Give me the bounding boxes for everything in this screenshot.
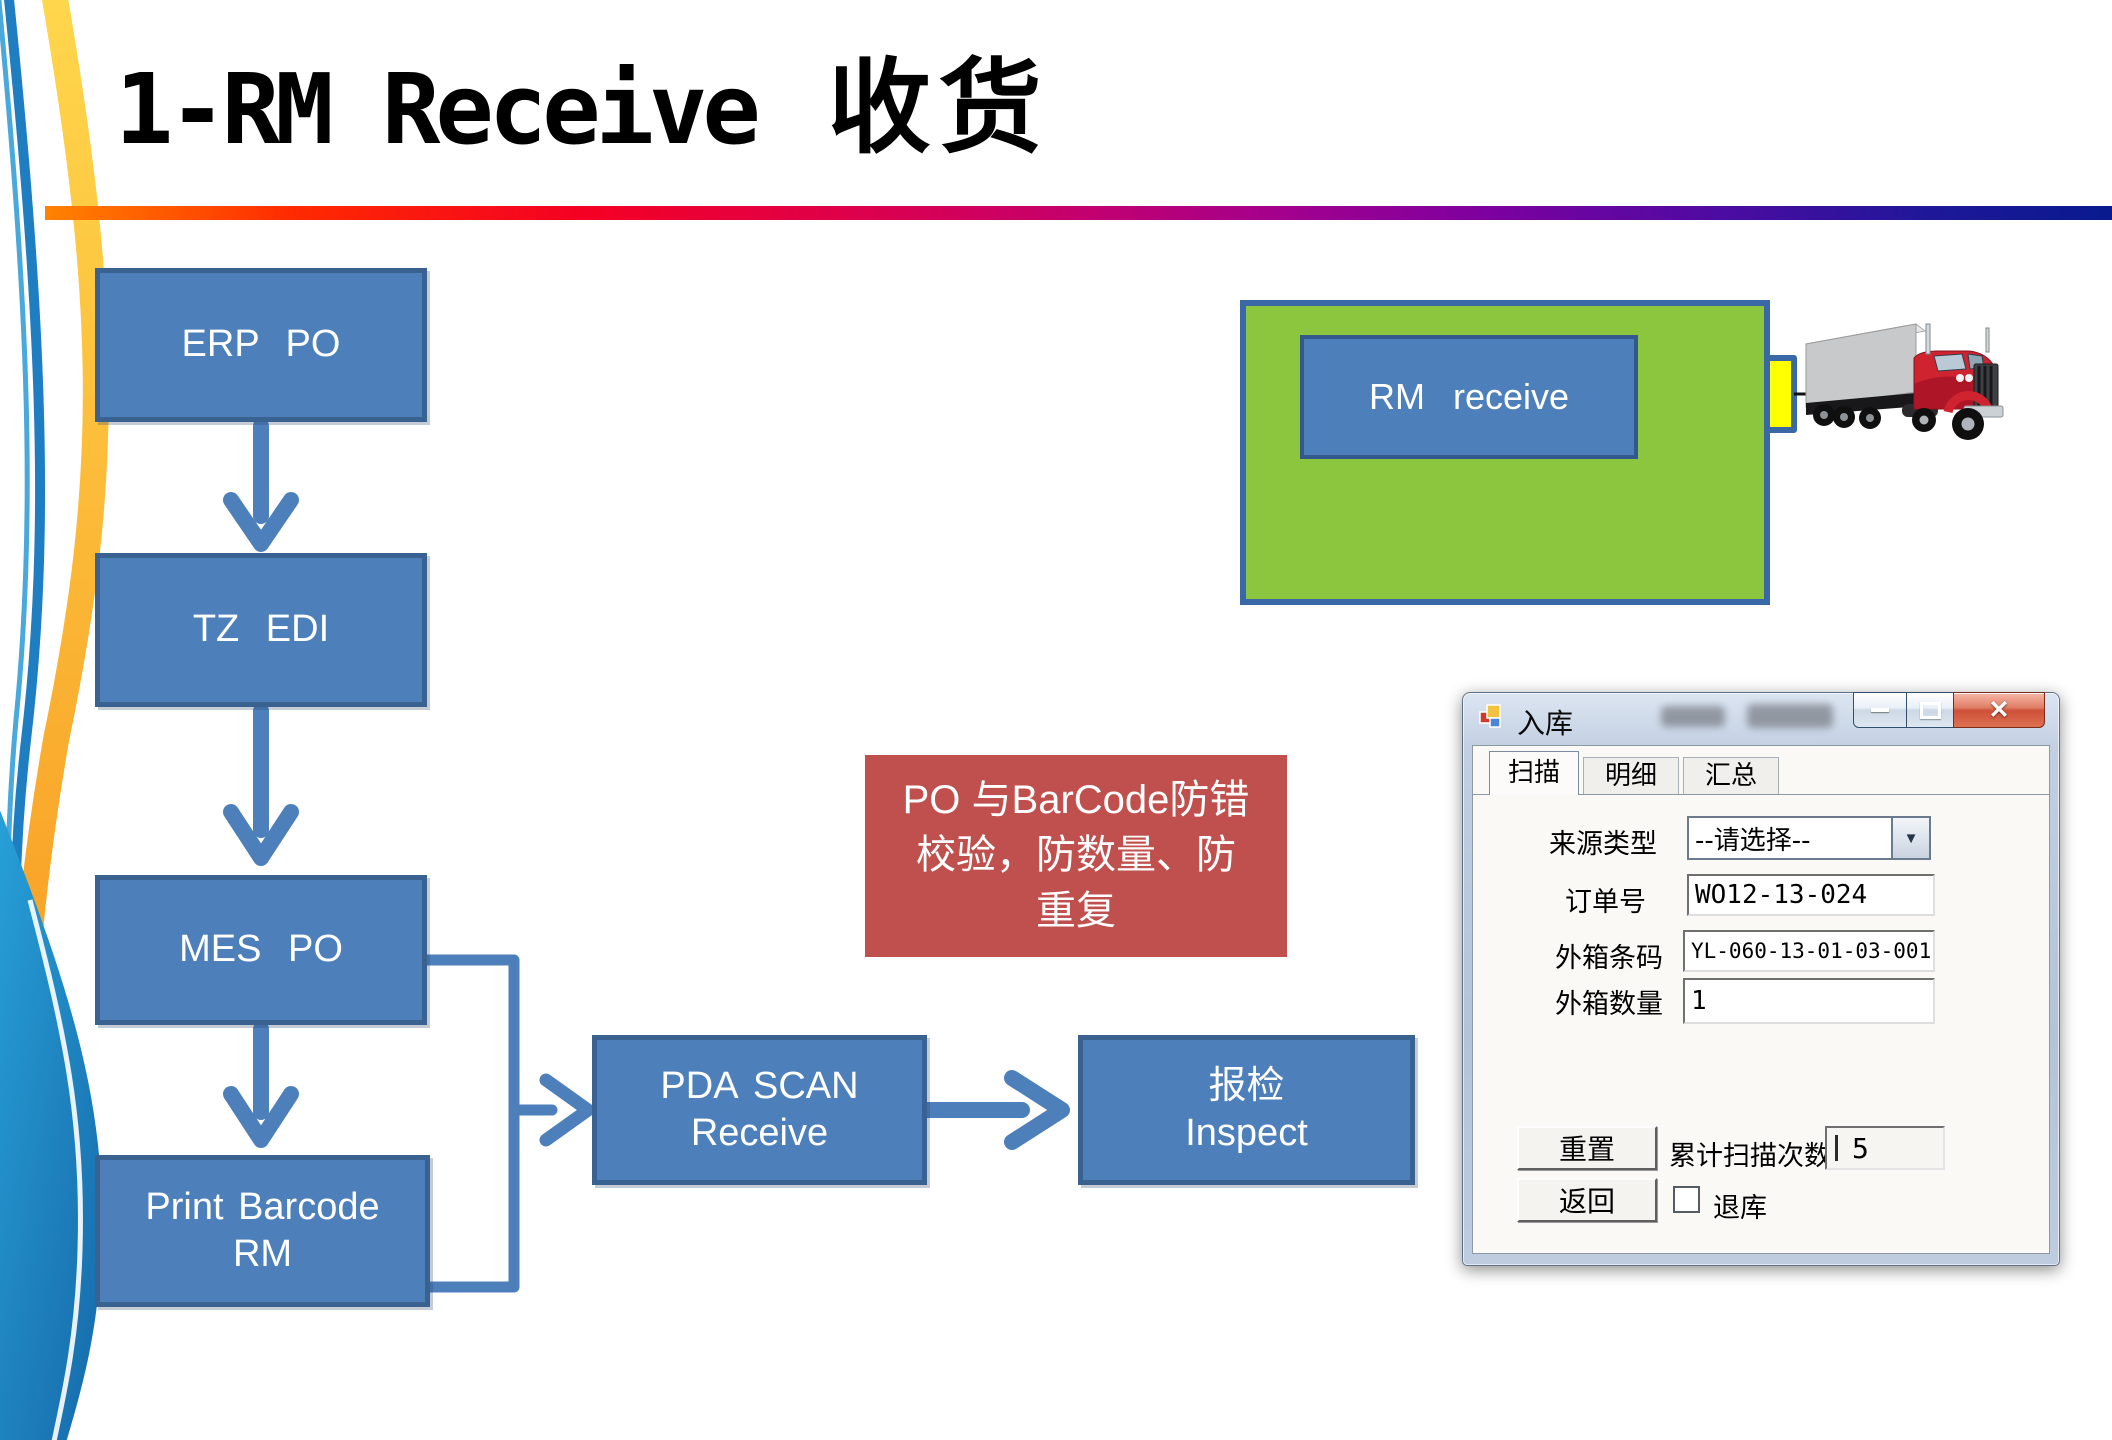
note-line: PO 与BarCode防错 [902, 778, 1250, 823]
flow-box-label: MES PO [179, 928, 343, 971]
flow-box-print-barcode: Print Barcode RM [95, 1155, 430, 1307]
flow-box-erp-po: ERP PO [95, 268, 427, 422]
rm-receive-label: RM receive [1368, 376, 1570, 417]
maximize-button[interactable] [1906, 692, 1954, 728]
flow-box-label: Print Barcode [145, 1185, 380, 1228]
reset-button[interactable]: 重置 [1517, 1126, 1657, 1170]
flow-box-label: ERP PO [181, 323, 341, 366]
title-chinese: 收货 [827, 48, 1050, 168]
order-number-field[interactable]: WO12-13-024 [1687, 874, 1935, 916]
chevron-down-icon[interactable]: ▼ [1891, 818, 1929, 858]
minimize-button[interactable] [1853, 692, 1907, 728]
gradient-divider [45, 206, 2112, 220]
text-cursor [1835, 1135, 1838, 1161]
source-type-select[interactable]: --请选择-- ▼ [1687, 816, 1931, 860]
note-line: 校验，防数量、防 [916, 833, 1236, 878]
return-stock-label: 退库 [1713, 1193, 1767, 1224]
dialog-title: 入库 [1517, 707, 1574, 740]
decorative-swoosh [0, 0, 109, 1440]
scan-count-field[interactable]: 5 [1825, 1126, 1945, 1170]
carton-qty-field[interactable]: 1 [1683, 978, 1935, 1024]
note-line: 重复 [1036, 888, 1116, 933]
blurred-text [1747, 704, 1833, 728]
scan-count-value: 5 [1852, 1131, 1869, 1165]
note-box: PO 与BarCode防错 校验，防数量、防 重复 [865, 755, 1287, 957]
return-stock-checkbox[interactable] [1673, 1186, 1700, 1213]
maximize-icon [1919, 701, 1941, 719]
carton-barcode-field[interactable]: YL-060-13-01-03-001 [1683, 930, 1935, 972]
truck-icon [1804, 323, 2004, 440]
dialog-titlebar[interactable]: 入库 ✕ [1463, 692, 2059, 741]
flow-box-mes-po: MES PO [95, 875, 427, 1025]
close-button[interactable]: ✕ [1953, 692, 2045, 728]
order-number-label: 订单号 [1565, 887, 1646, 918]
tab-scan[interactable]: 扫描 [1489, 751, 1579, 795]
carton-qty-label: 外箱数量 [1555, 989, 1663, 1020]
minimize-icon [1871, 708, 1889, 712]
carton-barcode-value: YL-060-13-01-03-001 [1691, 939, 1932, 963]
rm-receive-box: RM receive [1300, 335, 1638, 459]
page-title: 1-RM Receive 收货 [115, 24, 1050, 173]
dialog-client-area: 扫描 明细 汇总 来源类型 --请选择-- ▼ 订单号 WO12-13-024 … [1472, 745, 2050, 1254]
tab-divider [1473, 794, 2049, 795]
source-type-label: 来源类型 [1549, 829, 1657, 860]
title-english: 1-RM Receive [115, 53, 761, 166]
flow-box-label: Inspect [1185, 1112, 1308, 1154]
flow-box-label: Receive [690, 1112, 829, 1154]
order-number-value: WO12-13-024 [1695, 880, 1868, 910]
carton-barcode-label: 外箱条码 [1555, 943, 1663, 974]
app-icon [1479, 704, 1501, 728]
back-button[interactable]: 返回 [1517, 1178, 1657, 1222]
window-buttons: ✕ [1853, 692, 2045, 728]
tab-detail[interactable]: 明细 [1583, 757, 1679, 795]
blurred-text [1661, 706, 1725, 727]
scan-count-label: 累计扫描次数 [1669, 1141, 1831, 1172]
flow-box-inspect: 报检 Inspect [1078, 1035, 1415, 1185]
source-type-value: --请选择-- [1695, 825, 1811, 856]
tab-summary[interactable]: 汇总 [1683, 757, 1779, 795]
flow-box-label: PDA SCAN [660, 1064, 859, 1107]
flow-box-pda-scan: PDA SCAN Receive [592, 1035, 927, 1185]
flow-box-label: RM [232, 1233, 293, 1275]
carton-qty-value: 1 [1691, 986, 1707, 1016]
flow-box-label: TZ EDI [192, 608, 330, 651]
dialog-window: 入库 ✕ 扫描 明细 汇总 来源类型 --请选择-- [1462, 692, 2060, 1266]
close-icon: ✕ [1988, 696, 2010, 724]
flow-box-tz-edi: TZ EDI [95, 553, 427, 707]
flow-box-label: 报检 [1208, 1064, 1285, 1107]
